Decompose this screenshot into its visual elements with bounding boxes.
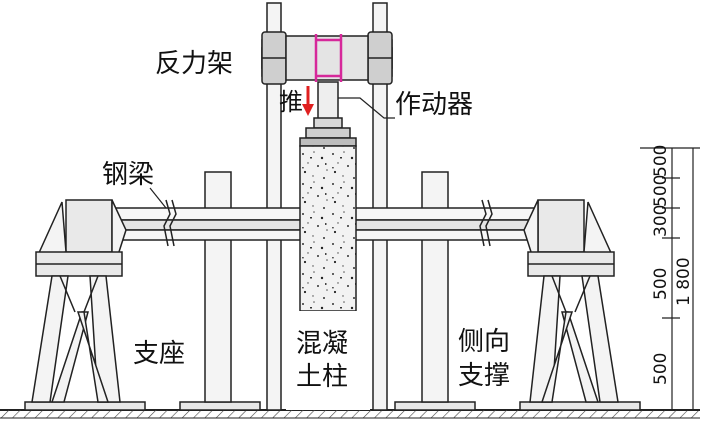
- support-left: [31, 199, 127, 403]
- actuator-leader-line: [338, 97, 395, 119]
- lateral-support-label-line1: 侧向: [458, 327, 510, 357]
- base-plates: [24, 401, 641, 411]
- beam-break-marks: [163, 199, 493, 247]
- actuator-clamp: [314, 34, 343, 82]
- steel-beam-label: 钢梁: [102, 160, 154, 190]
- reaction-frame-label: 反力架: [155, 49, 233, 79]
- lateral-support-label-line2: 支撑: [458, 361, 510, 391]
- dimension-lines: [640, 147, 700, 411]
- dim-top: 500: [651, 145, 671, 177]
- dim-second: 500: [651, 175, 671, 207]
- concrete-column-label-line2: 土柱: [296, 362, 348, 392]
- labels: 反力架 推 作动器 钢梁 支座 混凝 土柱 侧向 支撑: [102, 49, 510, 392]
- dim-fifth: 500: [651, 353, 671, 385]
- ground: [0, 409, 700, 419]
- dim-third: 300: [651, 205, 671, 237]
- support-right: [523, 199, 619, 403]
- concrete-column-label-line1: 混凝: [296, 329, 348, 359]
- push-arrow-icon: [302, 86, 314, 116]
- dim-total: 1 800: [674, 257, 694, 306]
- dimension-texts: 500 500 300 500 500 1 800: [651, 145, 694, 385]
- steel-beam-leader-line: [149, 187, 167, 209]
- reaction-frame-posts: [266, 2, 388, 411]
- concrete-column: [286, 145, 370, 410]
- dim-fourth: 500: [651, 268, 671, 300]
- support-label: 支座: [133, 339, 185, 369]
- actuator-label: 作动器: [395, 90, 473, 120]
- reaction-frame-crossbeam: [261, 31, 393, 85]
- push-label: 推: [279, 88, 303, 116]
